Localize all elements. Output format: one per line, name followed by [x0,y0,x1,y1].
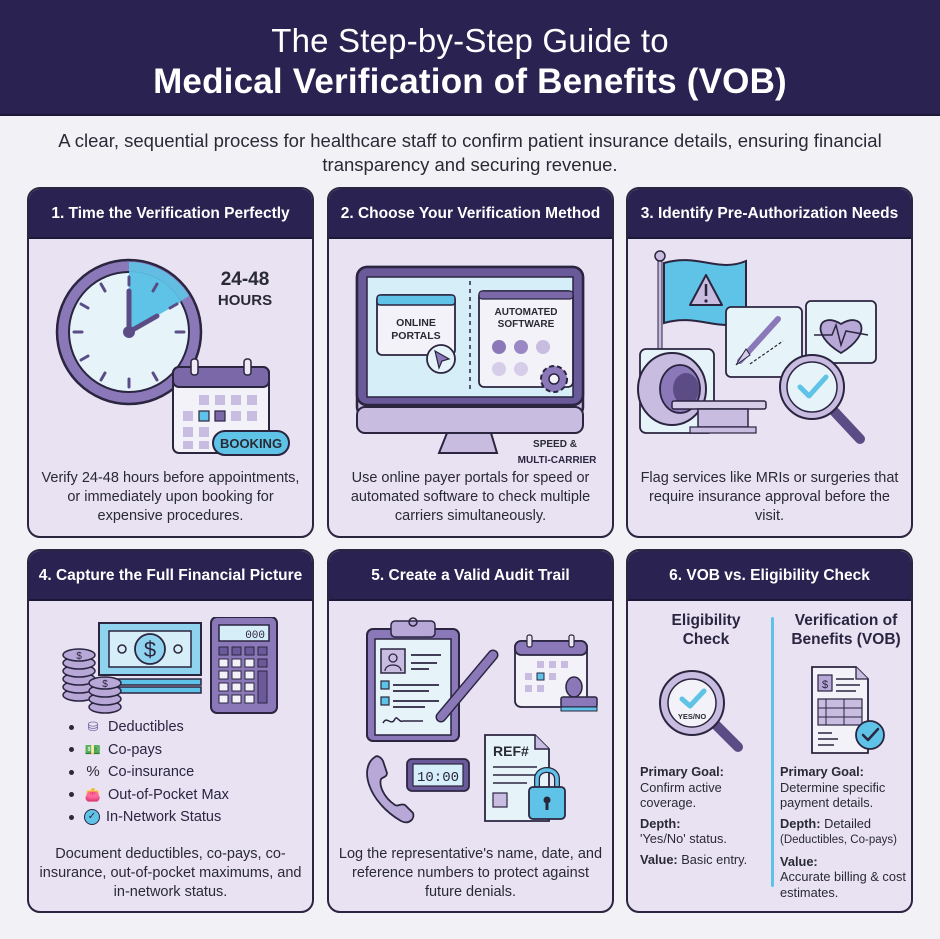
magnifier-yesno-icon: YES/NO [659,670,743,752]
step-title: 6. VOB vs. Eligibility Check [628,551,911,601]
gear-icon [540,365,568,393]
comparison-panel: Eligibility Check YES/NO Primary Goal:Co… [628,603,911,911]
step-card-timing: 1. Time the Verification Perfectly 24-48… [27,187,314,538]
cash-icon: 💵 [84,741,102,757]
column-title: Verification of Benefits (VOB) [791,612,901,648]
svg-text:ONLINE: ONLINE [396,317,436,329]
digital-clock-icon: 10:00 [406,758,470,792]
step-description: Flag services like MRIs or surgeries tha… [640,470,899,524]
svg-text:10:00: 10:00 [417,770,459,786]
svg-text:$: $ [76,651,82,662]
percent-icon: % [86,763,100,780]
cursor-icon [426,344,456,374]
step-title: 3. Identify Pre-Authorization Needs [628,189,911,239]
speed-caption: MULTI-CARRIER [517,455,597,466]
scalpel-icon [725,306,803,378]
check-circle-icon: ✓ [84,809,100,826]
step-card-preauth: 3. Identify Pre-Authorization Needs [626,187,913,538]
vob-document-check-icon: $ [811,666,885,754]
svg-text:SOFTWARE: SOFTWARE [498,319,555,330]
coins-icon [62,648,122,714]
vob-info: Primary Goal:Determine specific payment … [780,764,906,900]
warning-flag-icon [654,250,747,359]
svg-text:SPEED &: SPEED & [533,439,577,450]
svg-text:$: $ [822,679,828,691]
wallet-icon: 👛 [84,786,102,802]
step-card-comparison: 6. VOB vs. Eligibility Check Eligibility… [626,549,913,913]
list-item: 👛Out-of-Pocket Max [69,784,229,807]
step-title: 2. Choose Your Verification Method [329,189,612,239]
divider [771,617,774,887]
monitor-icon: ONLINE PORTALS AUTOMATED SOFTWARE SPEED … [355,265,585,454]
step-card-audit: 5. Create a Valid Audit Trail [327,549,614,913]
step-description: Document deductibles, co-pays, co-insura… [39,846,302,900]
page-subtitle: A clear, sequential process for healthca… [58,130,882,175]
svg-text:AUTOMATED: AUTOMATED [495,307,558,318]
eligibility-info: Primary Goal:Confirm active coverage. De… [640,764,748,867]
page-title-line2: Medical Verification of Benefits (VOB) [153,62,787,101]
step-title: 4. Capture the Full Financial Picture [29,551,312,601]
svg-text:24-48: 24-48 [221,269,270,290]
magnifier-check-icon [779,354,865,444]
eligibility-column: Eligibility Check YES/NO Primary Goal:Co… [636,603,776,911]
svg-text:REF#: REF# [493,743,529,759]
clipboard-icon [366,617,460,742]
list-item: 💵Co-pays [69,739,229,762]
step-card-financial: 4. Capture the Full Financial Picture $ … [27,549,314,913]
svg-text:HOURS: HOURS [218,292,272,309]
document-lock-icon: REF# [484,734,566,822]
coins-icon: ⛁ [87,719,99,734]
step-card-method: 2. Choose Your Verification Method ONLIN… [327,187,614,538]
svg-text:000: 000 [245,630,265,642]
step-description: Use online payer portals for speed or au… [350,470,591,524]
cash-stack-icon: $ [98,622,202,694]
svg-text:BOOKING: BOOKING [220,436,282,451]
financial-items-list: ⛁Deductibles 💵Co-pays %Co-insurance 👛Out… [69,716,229,829]
mri-scanner-icon [637,348,767,434]
list-item: ⛁Deductibles [69,716,229,739]
vob-column: Verification of Benefits (VOB) $ Primary… [776,603,911,911]
svg-text:YES/NO: YES/NO [678,712,707,721]
phone-icon [366,755,415,824]
step-description: Verify 24-48 hours before appointments, … [41,470,300,524]
calculator-icon: 000 [210,616,278,714]
step-title: 1. Time the Verification Perfectly [29,189,312,239]
calendar-stamp-icon [514,634,598,712]
heart-pulse-icon [805,300,877,364]
column-title: Eligibility Check [671,612,741,648]
step-title: 5. Create a Valid Audit Trail [329,551,612,601]
step-description: Log the representative's name, date, and… [338,846,603,900]
clock-icon: 24-48 HOURS [55,258,272,406]
page-title-line1: The Step-by-Step Guide to [271,22,669,59]
list-item: %Co-insurance [69,761,229,784]
pen-icon [435,649,499,723]
list-item: ✓In-Network Status [69,806,229,829]
page-header: The Step-by-Step Guide to Medical Verifi… [0,0,940,116]
svg-text:$: $ [144,637,156,662]
calendar-icon: BOOKING [169,357,299,457]
svg-text:PORTALS: PORTALS [391,330,440,342]
svg-text:$: $ [102,679,108,690]
